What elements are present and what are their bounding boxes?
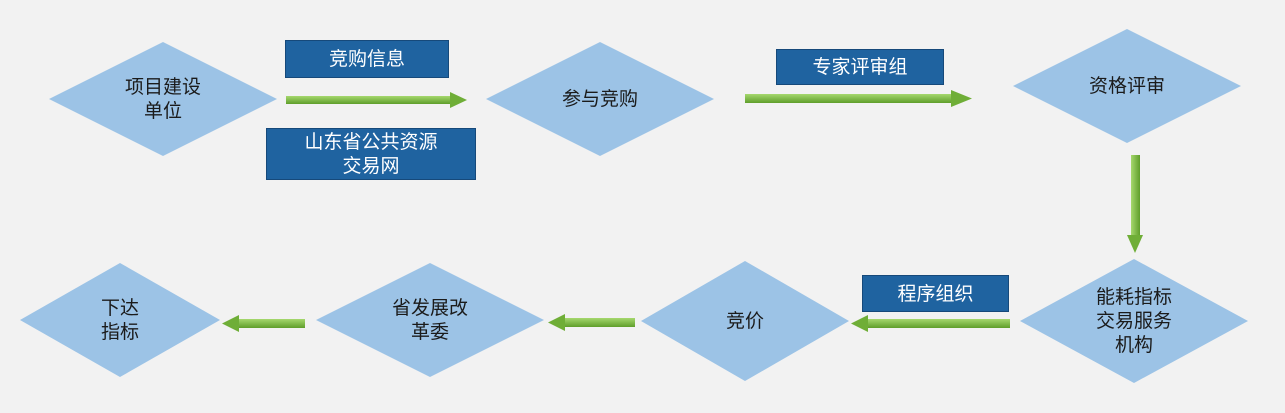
- diamond-ndrc: [316, 263, 544, 377]
- box-bid-info: 竞购信息: [285, 40, 449, 78]
- diamond-qualification: [1013, 29, 1241, 143]
- arrow-qualification-to-agency: [1127, 155, 1143, 253]
- box-procedure-org: 程序组织: [862, 275, 1009, 312]
- arrow-ndrc-to-issue: [222, 315, 305, 332]
- diamond-bidding: [641, 261, 849, 381]
- diamond-participate: [486, 42, 714, 156]
- box-expert-panel: 专家评审组: [776, 49, 944, 85]
- arrow-project-to-participate: [286, 92, 467, 108]
- arrow-agency-to-bidding: [851, 315, 1010, 332]
- box-trading-network: 山东省公共资源 交易网: [266, 128, 476, 180]
- diamond-project-unit: [49, 42, 277, 156]
- diamond-trading-agency: [1020, 259, 1248, 383]
- arrow-bidding-to-ndrc: [548, 314, 635, 331]
- diamond-issue-quota: [20, 263, 220, 377]
- arrow-participate-to-qualification: [745, 90, 972, 107]
